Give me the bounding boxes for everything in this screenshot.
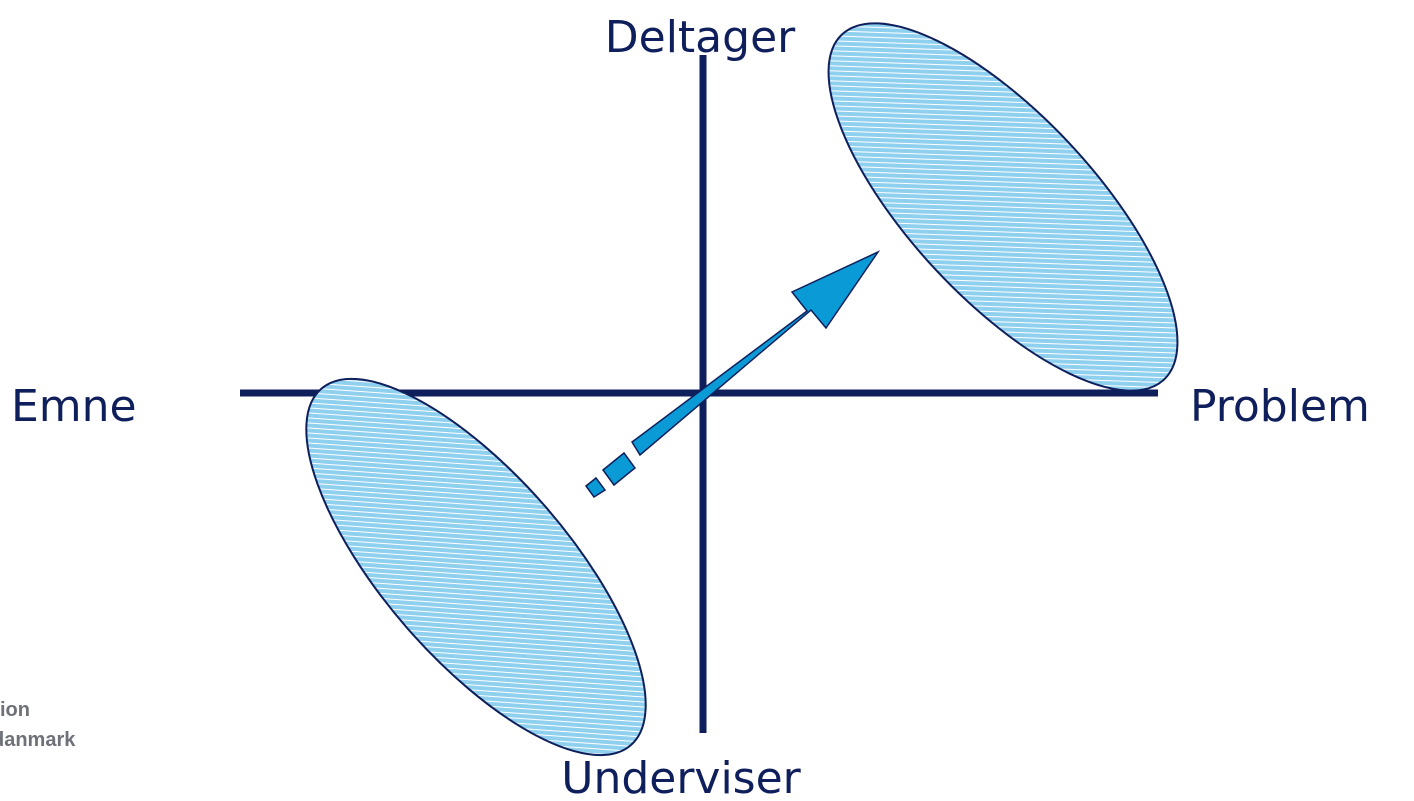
label-top: Deltager <box>605 12 796 63</box>
arrow-shaft-and-head <box>631 250 881 457</box>
logo-line-2: danmark <box>0 729 76 751</box>
logo-line-1: ion <box>0 699 30 721</box>
arrow-dash-medium <box>601 451 637 487</box>
organization-logo: ion danmark <box>0 699 76 751</box>
label-right: Problem <box>1190 381 1370 432</box>
direction-arrow <box>584 250 881 499</box>
lower-left-ellipse <box>305 377 647 757</box>
label-bottom: Underviser <box>561 753 801 801</box>
arrow-dash-small <box>584 476 607 499</box>
upper-right-ellipse <box>827 22 1179 392</box>
label-left: Emne <box>11 381 137 432</box>
